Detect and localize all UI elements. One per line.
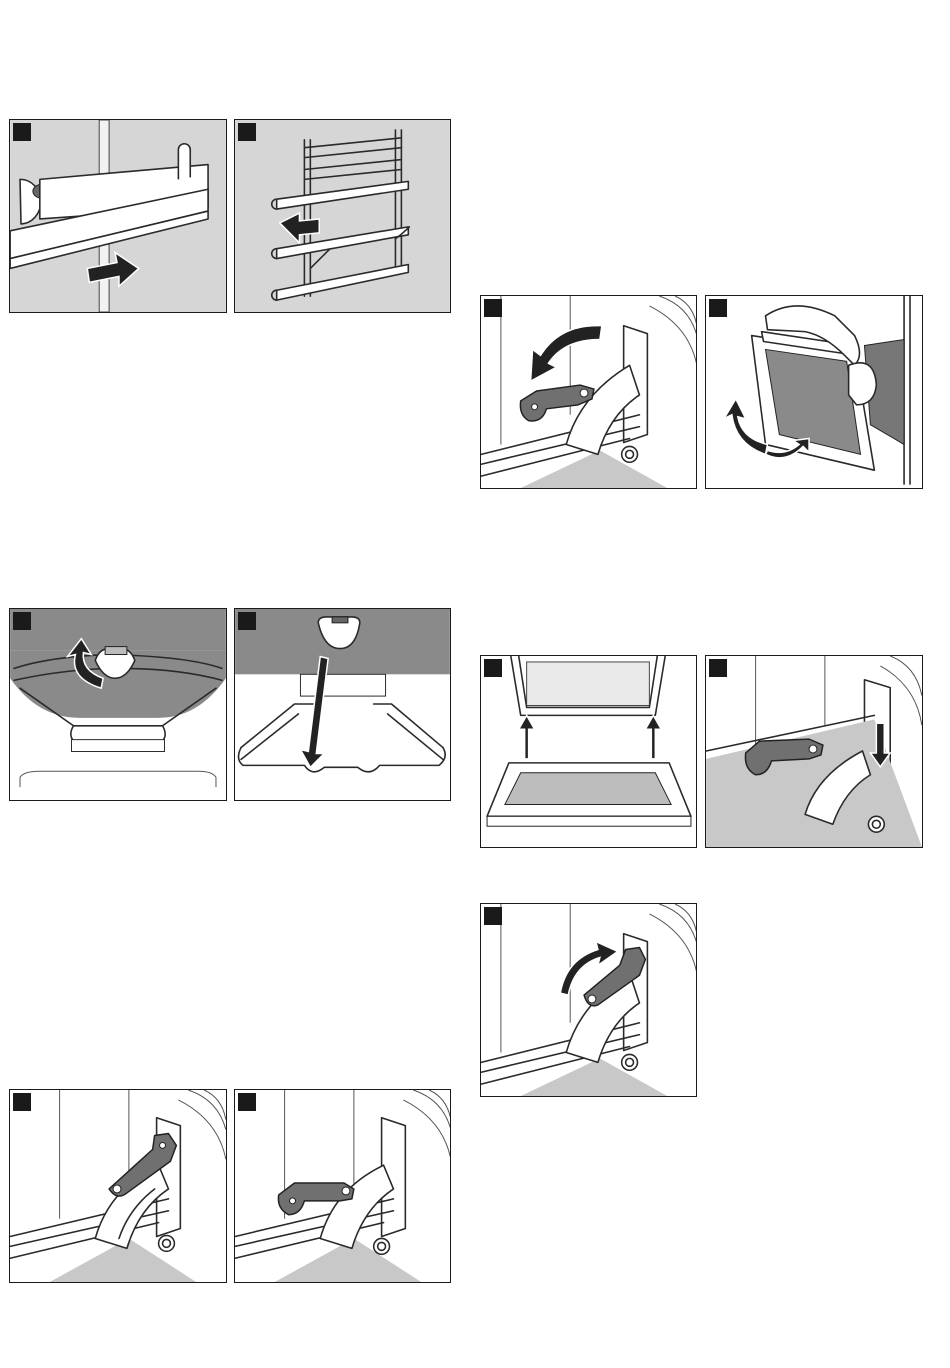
hinge-lever-fold-down-illustration <box>481 296 696 488</box>
step-marker <box>709 659 727 677</box>
door-refit-illustration <box>481 656 696 847</box>
figure-hinge-lever-up <box>9 1089 227 1283</box>
figure-shelf-rail-push-in <box>9 119 227 313</box>
figure-hinge-lever-down <box>234 1089 451 1283</box>
shelf-rail-illustration <box>10 120 226 312</box>
step-marker <box>484 659 502 677</box>
figure-hinge-lever-fold-up <box>480 903 697 1097</box>
hinge-lever-down-illustration <box>235 1090 450 1282</box>
figure-hinge-lever-insert <box>705 655 923 848</box>
figure-rack-clip-lift <box>9 608 227 801</box>
hinge-lever-fold-up-illustration <box>481 904 696 1096</box>
step-marker <box>13 1093 31 1111</box>
figure-shelf-rack-rails <box>234 119 451 313</box>
step-marker <box>709 299 727 317</box>
rack-clip-lift-illustration <box>10 609 226 800</box>
step-marker <box>484 907 502 925</box>
figure-door-refit <box>480 655 697 848</box>
step-marker <box>238 123 256 141</box>
door-remove-illustration <box>706 296 922 488</box>
step-marker <box>13 612 31 630</box>
step-marker <box>484 299 502 317</box>
figure-hinge-lever-fold-down <box>480 295 697 489</box>
rack-clip-insert-illustration <box>235 609 450 800</box>
rack-rails-illustration <box>235 120 450 312</box>
figure-door-remove <box>705 295 923 489</box>
hinge-lever-insert-illustration <box>706 656 922 847</box>
step-marker <box>13 123 31 141</box>
hinge-lever-up-illustration <box>10 1090 226 1282</box>
figure-rack-clip-insert <box>234 608 451 801</box>
step-marker <box>238 1093 256 1111</box>
step-marker <box>238 612 256 630</box>
